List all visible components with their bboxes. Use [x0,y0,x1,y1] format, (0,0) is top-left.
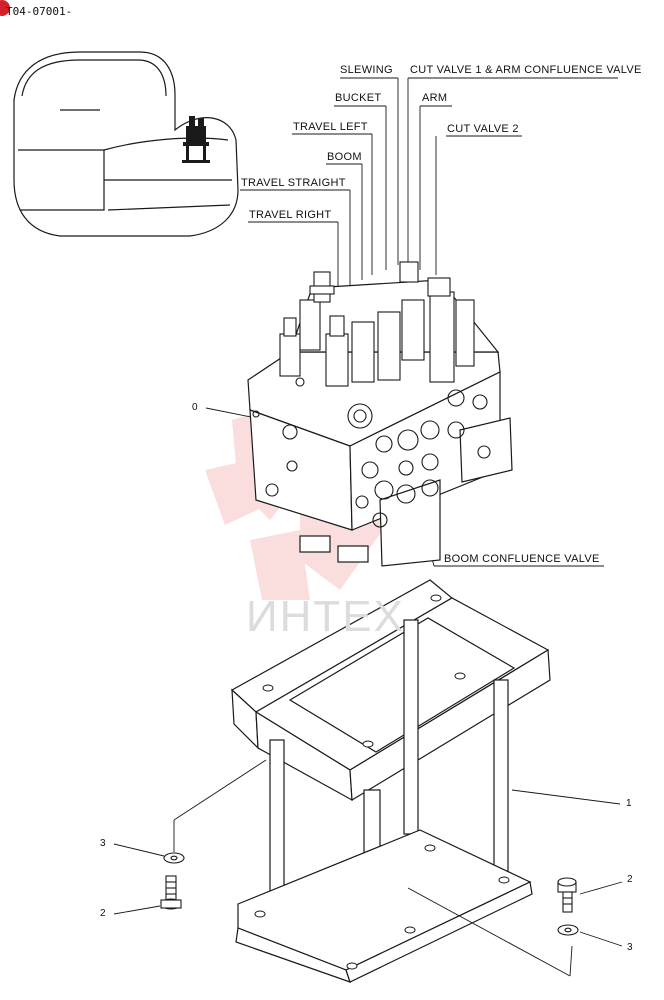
washer-right [557,924,579,936]
label-boom-confluence-valve: BOOM CONFLUENCE VALVE [444,553,600,565]
bolt-right [557,877,577,913]
label-cut-valve-2: CUT VALVE 2 [447,123,519,135]
document-marker-dot [0,0,10,16]
bolt-left [160,875,182,910]
part-number-bracket: 1 [626,798,632,809]
bracket-holes [254,594,510,970]
label-boom: BOOM [327,151,362,163]
part-leaders [113,759,623,977]
part-number-washer-left: 3 [100,838,106,849]
machine-overview [13,51,239,237]
valve-spools [279,261,475,387]
label-travel-straight: TRAVEL STRAIGHT [241,177,346,189]
label-bucket: BUCKET [335,92,382,104]
label-travel-left: TRAVEL LEFT [293,121,368,133]
label-cut-valve-1: CUT VALVE 1 & ARM CONFLUENCE VALVE [410,64,642,76]
label-travel-right: TRAVEL RIGHT [249,209,332,221]
part-number-valve-assembly: 0 [192,402,198,413]
valve-ports [252,377,491,528]
part-number-bolt-right: 2 [627,874,633,885]
label-slewing: SLEWING [340,64,393,76]
part-number-bolt-left: 2 [100,908,106,919]
leader-lines [205,77,618,567]
label-arm: ARM [422,92,448,104]
mounting-bracket [230,579,551,983]
document-code: T04-07001- [6,5,73,18]
watermark-text: ИНТЕХ [246,592,405,641]
machine-valve-marker [182,116,210,163]
washer-left [163,852,185,864]
part-number-washer-right: 3 [627,942,633,953]
